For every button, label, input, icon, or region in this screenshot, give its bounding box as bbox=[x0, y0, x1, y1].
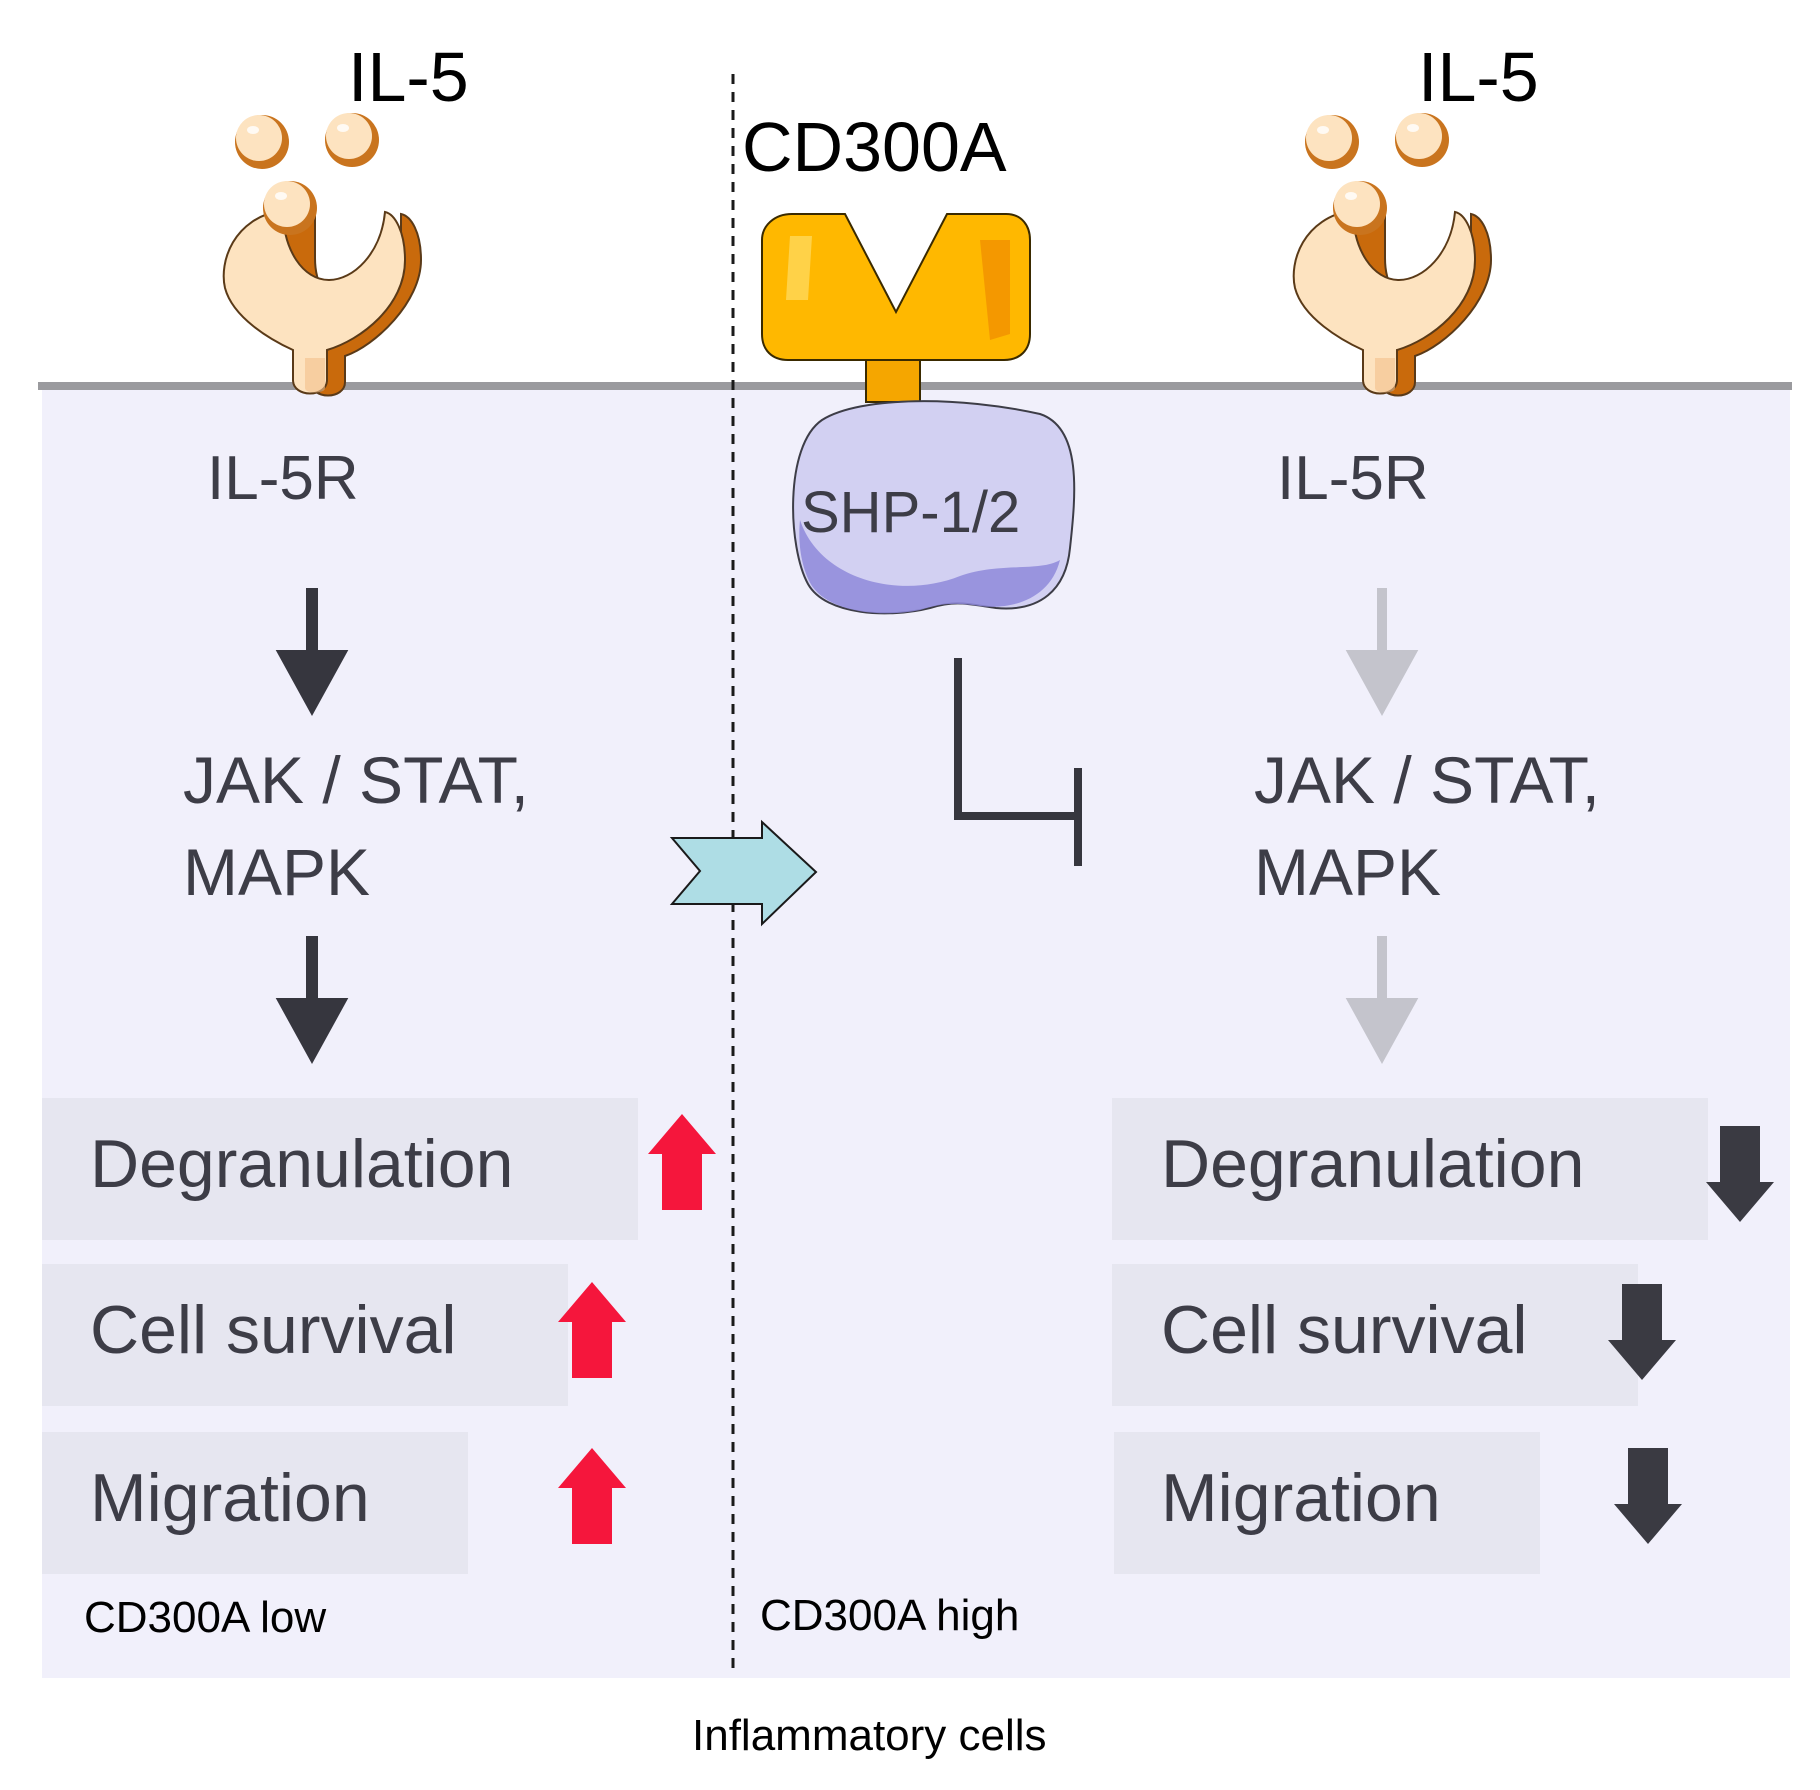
right-outcome-degranulation: Degranulation bbox=[1161, 1126, 1585, 1202]
inhibition-symbol bbox=[954, 658, 1082, 866]
left-il5-receptor bbox=[222, 209, 422, 397]
left-ligand-label: IL-5 bbox=[348, 38, 469, 116]
left-il5-cytokine-2 bbox=[325, 113, 379, 167]
right-migration-box bbox=[1114, 1432, 1540, 1574]
right-degranulation-down-arrow bbox=[1706, 1126, 1774, 1222]
shp-protein bbox=[792, 400, 1076, 615]
right-condition-label: CD300A high bbox=[760, 1591, 1020, 1640]
left-degranulation-up-arrow bbox=[648, 1114, 716, 1210]
shp-shade bbox=[799, 520, 1060, 614]
right-signal-arrow-2 bbox=[1345, 936, 1419, 1064]
cd300a-shadow bbox=[980, 240, 1010, 340]
cd300a-receptor bbox=[761, 213, 1031, 403]
right-il5-cytokine-3 bbox=[1333, 181, 1387, 235]
cd300a-highlight bbox=[786, 236, 812, 300]
left-degranulation-box bbox=[42, 1098, 638, 1240]
right-pathway-line1: JAK / STAT, bbox=[1254, 743, 1600, 817]
left-cell-survival-box bbox=[42, 1264, 568, 1406]
right-il5-cytokine-2 bbox=[1395, 113, 1449, 167]
right-signal-arrow-1 bbox=[1345, 588, 1419, 716]
left-signal-arrow-2 bbox=[275, 936, 349, 1064]
cd300a-head bbox=[761, 213, 1031, 361]
right-migration-down-arrow bbox=[1614, 1448, 1682, 1544]
right-il5-receptor bbox=[1292, 209, 1492, 397]
left-signal-arrow-1 bbox=[275, 588, 349, 716]
left-migration-box bbox=[42, 1432, 468, 1574]
cd300a-stem bbox=[865, 357, 921, 403]
left-migration-up-arrow bbox=[558, 1448, 626, 1544]
shp-body bbox=[792, 400, 1076, 615]
right-cell-survival-down-arrow bbox=[1608, 1284, 1676, 1380]
right-ligand-label: IL-5 bbox=[1418, 38, 1539, 116]
left-cell-survival-up-arrow bbox=[558, 1282, 626, 1378]
right-receptor-label: IL-5R bbox=[1277, 444, 1429, 513]
right-outcome-migration: Migration bbox=[1161, 1460, 1441, 1536]
left-condition-label: CD300A low bbox=[84, 1593, 327, 1642]
left-il5-cytokine-1 bbox=[235, 115, 289, 169]
right-outcome-cell-survival: Cell survival bbox=[1161, 1292, 1528, 1368]
shp-label: SHP-1/2 bbox=[801, 480, 1021, 545]
left-pathway-line2: MAPK bbox=[183, 835, 371, 909]
left-outcome-migration: Migration bbox=[90, 1460, 370, 1536]
left-receptor-label: IL-5R bbox=[207, 444, 359, 513]
left-pathway-line1: JAK / STAT, bbox=[183, 743, 529, 817]
left-outcome-cell-survival: Cell survival bbox=[90, 1292, 457, 1368]
right-il5-cytokine-1 bbox=[1305, 115, 1359, 169]
left-outcome-degranulation: Degranulation bbox=[90, 1126, 514, 1202]
footer-label: Inflammatory cells bbox=[692, 1711, 1047, 1760]
left-il5-cytokine-3 bbox=[263, 181, 317, 235]
right-degranulation-box bbox=[1112, 1098, 1708, 1240]
shift-arrow bbox=[669, 819, 818, 927]
right-cell-survival-box bbox=[1112, 1264, 1638, 1406]
right-pathway-line2: MAPK bbox=[1254, 835, 1442, 909]
cd300a-label: CD300A bbox=[742, 108, 1007, 186]
